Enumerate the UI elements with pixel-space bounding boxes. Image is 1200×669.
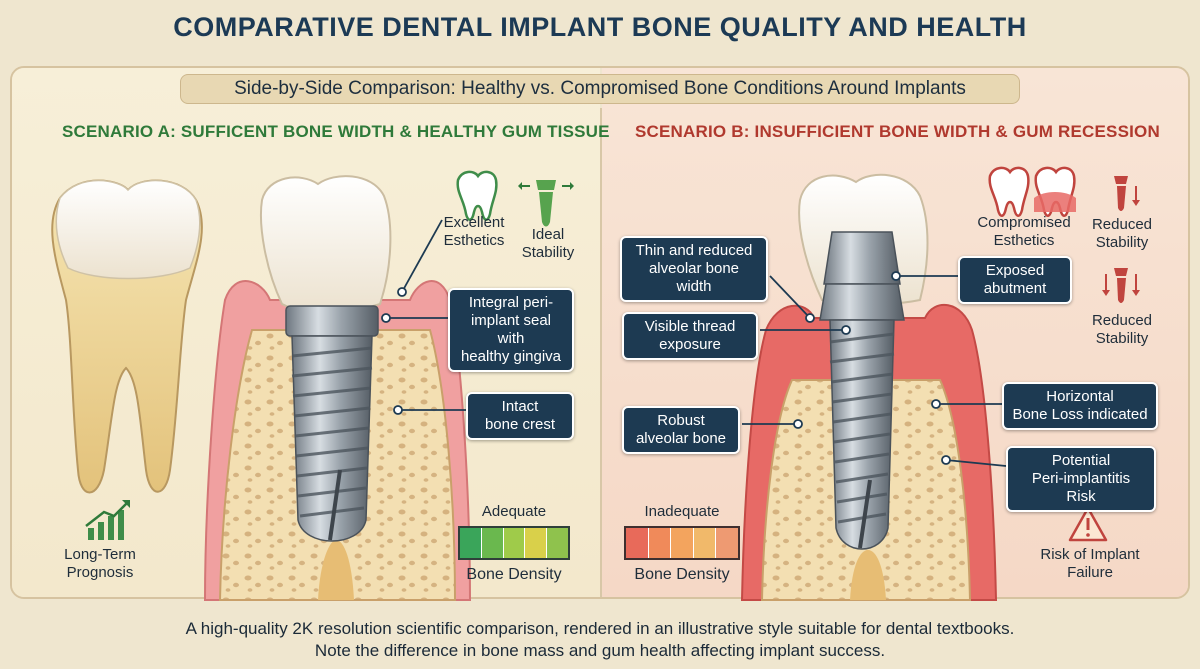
reduced-stability-label-2: Reduced Stability	[1091, 312, 1153, 347]
callout-thin-alveolar-bone: Thin and reduced alveolar bone width	[620, 236, 768, 302]
scenario-b-heading: SCENARIO B: INSUFFICIENT BONE WIDTH & GU…	[635, 122, 1160, 141]
compromised-esthetics-label: Compromised Esthetics	[977, 214, 1071, 249]
bone-density-label-a: Bone Density	[466, 566, 562, 583]
reduced-stability-icon	[1114, 176, 1140, 211]
leader-lines-b	[742, 271, 1007, 467]
long-term-prognosis-label: Long-Term Prognosis	[64, 546, 136, 581]
footer-line-1: A high-quality 2K resolution scientific …	[185, 619, 1015, 638]
density-rating-b: Inadequate	[644, 503, 720, 520]
subtitle-banner: Side-by-Side Comparison: Healthy vs. Com…	[180, 74, 1020, 104]
density-rating-a: Adequate	[481, 503, 547, 520]
density-segment	[648, 528, 672, 558]
scenario-a-heading: SCENARIO A: SUFFICENT BONE WIDTH & HEALT…	[62, 122, 610, 141]
reduced-stability-label-1: Reduced Stability	[1091, 216, 1153, 251]
tooth-icon	[456, 170, 498, 221]
excellent-esthetics-label: Excellent Esthetics	[443, 214, 505, 249]
growth-chart-icon	[85, 500, 130, 540]
natural-tooth	[51, 179, 203, 494]
footer-line-2: Note the difference in bone mass and gum…	[314, 641, 886, 660]
leader-lines-a	[381, 219, 466, 415]
density-segment	[525, 528, 548, 558]
ideal-stability-label: Ideal Stability	[521, 226, 575, 261]
bone-density-label-b: Bone Density	[634, 566, 730, 583]
footer-caption: A high-quality 2K resolution scientific …	[0, 618, 1200, 662]
callout-intact-bone-crest: Intact bone crest	[466, 392, 574, 440]
density-segment	[716, 528, 738, 558]
density-scale-b	[624, 526, 740, 560]
density-segment	[671, 528, 694, 558]
page-title: COMPARATIVE DENTAL IMPLANT BONE QUALITY …	[173, 12, 1027, 42]
reduced-stability-icon	[1102, 268, 1140, 303]
density-segment	[460, 528, 482, 558]
callout-peri-implantitis-risk: Potential Peri-implantitis Risk	[1006, 446, 1156, 512]
density-segment	[693, 528, 717, 558]
density-scale-a	[458, 526, 570, 560]
callout-thread-exposure: Visible thread exposure	[622, 312, 758, 360]
warning-icon	[1068, 506, 1108, 542]
density-segment	[503, 528, 526, 558]
implant-a	[259, 175, 392, 542]
density-segment	[626, 528, 649, 558]
callout-robust-alveolar-bone: Robust alveolar bone	[622, 406, 740, 454]
density-segment	[547, 528, 568, 558]
callout-peri-implant-seal: Integral peri- implant seal with healthy…	[448, 288, 574, 372]
callout-horizontal-bone-loss: Horizontal Bone Loss indicated	[1002, 382, 1158, 430]
risk-implant-failure-label: Risk of Implant Failure	[1040, 546, 1140, 581]
density-segment	[481, 528, 504, 558]
gum-recession-icon	[988, 166, 1076, 217]
panel-divider	[600, 108, 602, 597]
callout-exposed-abutment: Exposed abutment	[958, 256, 1072, 304]
implant-stability-icon	[518, 180, 574, 227]
